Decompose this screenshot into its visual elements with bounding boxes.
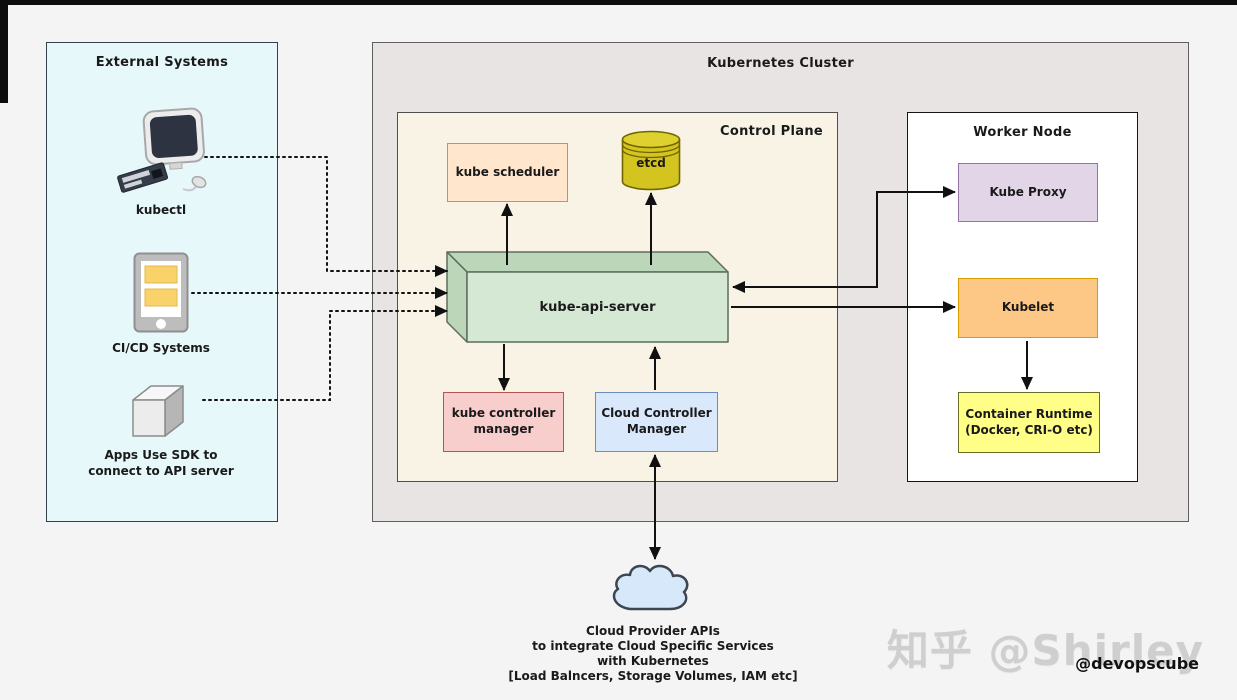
zhihu-watermark: 知乎 @Shirley — [886, 626, 1204, 675]
kubectl-label: kubectl — [135, 203, 187, 217]
external-systems-title: External Systems — [95, 55, 229, 70]
computer-icon — [113, 105, 213, 200]
kube-scheduler-node: kube scheduler — [447, 143, 568, 202]
cicd-label: CI/CD Systems — [112, 341, 210, 355]
worker-node-title: Worker Node — [973, 125, 1072, 140]
kube-controller-manager-node: kube controller manager — [443, 392, 564, 452]
left-border-strip — [0, 0, 8, 103]
kubernetes-cluster-title: Kubernetes Cluster — [707, 56, 854, 71]
kube-api-server-node — [442, 249, 734, 346]
container-runtime-node: Container Runtime (Docker, CRI-O etc) — [958, 392, 1100, 453]
etcd-cylinder-icon — [621, 130, 681, 192]
mobile-icon — [133, 252, 191, 334]
control-plane-title: Control Plane — [720, 124, 823, 139]
cloud-controller-manager-node: Cloud Controller Manager — [595, 392, 718, 452]
kube-proxy-node: Kube Proxy — [958, 163, 1098, 222]
cube-icon — [126, 379, 188, 439]
devopscube-handle: @devopscube — [1075, 654, 1199, 673]
cloud-provider-caption: Cloud Provider APIs to integrate Cloud S… — [508, 624, 798, 683]
etcd-label: etcd — [636, 156, 666, 170]
kube-api-server-label: kube-api-server — [539, 299, 656, 315]
apps-sdk-label: Apps Use SDK to connect to API server — [88, 448, 234, 478]
top-border-strip — [0, 0, 1237, 5]
kubelet-node: Kubelet — [958, 278, 1098, 338]
cloud-icon — [610, 556, 696, 616]
